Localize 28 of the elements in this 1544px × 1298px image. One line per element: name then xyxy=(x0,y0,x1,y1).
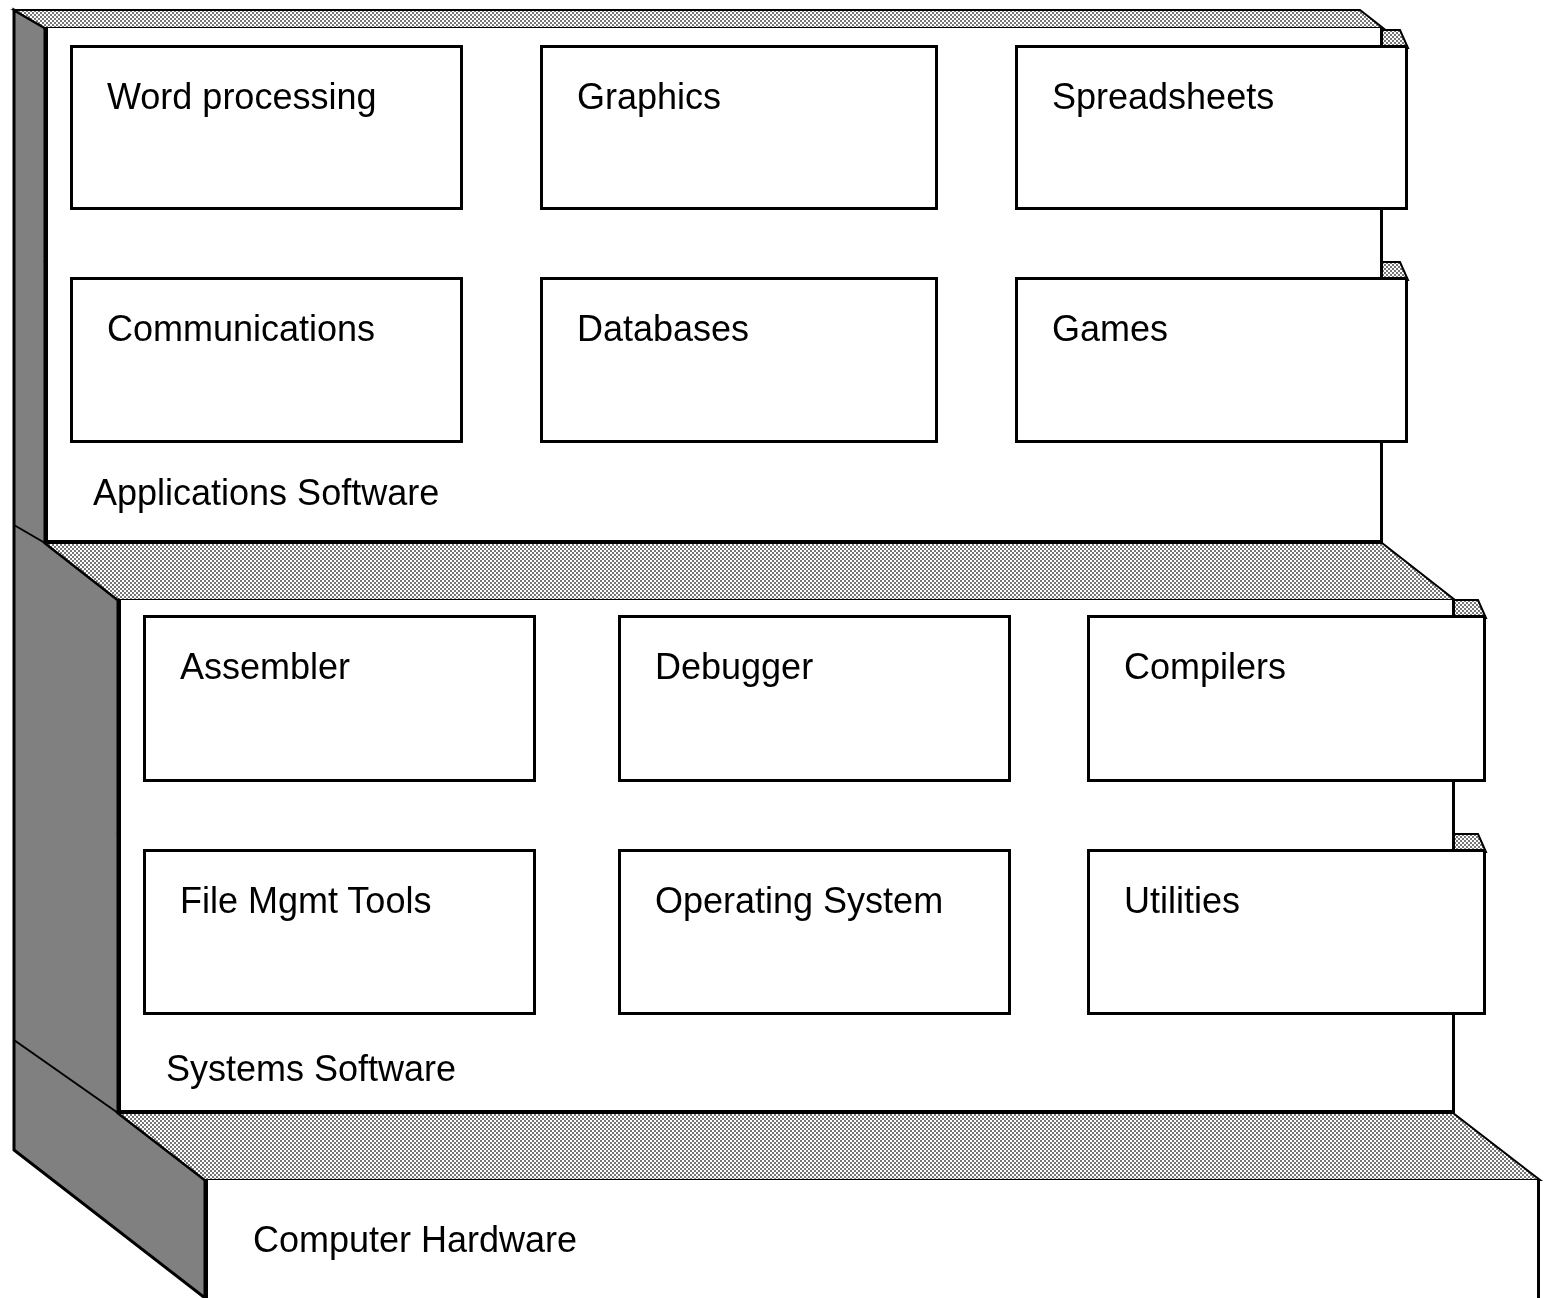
box-label: Spreadsheets xyxy=(1052,75,1276,119)
box-label: Graphics xyxy=(577,75,723,119)
software-box xyxy=(1015,277,1408,443)
software-box xyxy=(143,615,536,782)
software-box xyxy=(540,277,938,443)
software-box xyxy=(70,45,463,210)
box-label: Operating System xyxy=(655,879,945,923)
box-label: Communications xyxy=(107,307,377,351)
box-label: File Mgmt Tools xyxy=(180,879,433,923)
software-box xyxy=(1015,45,1408,210)
layer-panel xyxy=(205,1180,1540,1298)
software-box xyxy=(143,849,536,1015)
layer-label: Applications Software xyxy=(93,471,440,515)
layer-label: Systems Software xyxy=(166,1047,457,1091)
software-box xyxy=(1087,849,1486,1015)
box-label: Assembler xyxy=(180,645,352,689)
software-box xyxy=(618,849,1011,1015)
box-label: Word processing xyxy=(107,75,378,119)
box-label: Compilers xyxy=(1124,645,1288,689)
box-label: Databases xyxy=(577,307,751,351)
box-label: Utilities xyxy=(1124,879,1241,923)
software-box xyxy=(70,277,463,443)
software-box xyxy=(1087,615,1486,782)
software-box xyxy=(618,615,1011,782)
layer-label: Computer Hardware xyxy=(253,1218,578,1262)
software-box xyxy=(540,45,938,210)
box-label: Games xyxy=(1052,307,1170,351)
box-label: Debugger xyxy=(655,645,815,689)
